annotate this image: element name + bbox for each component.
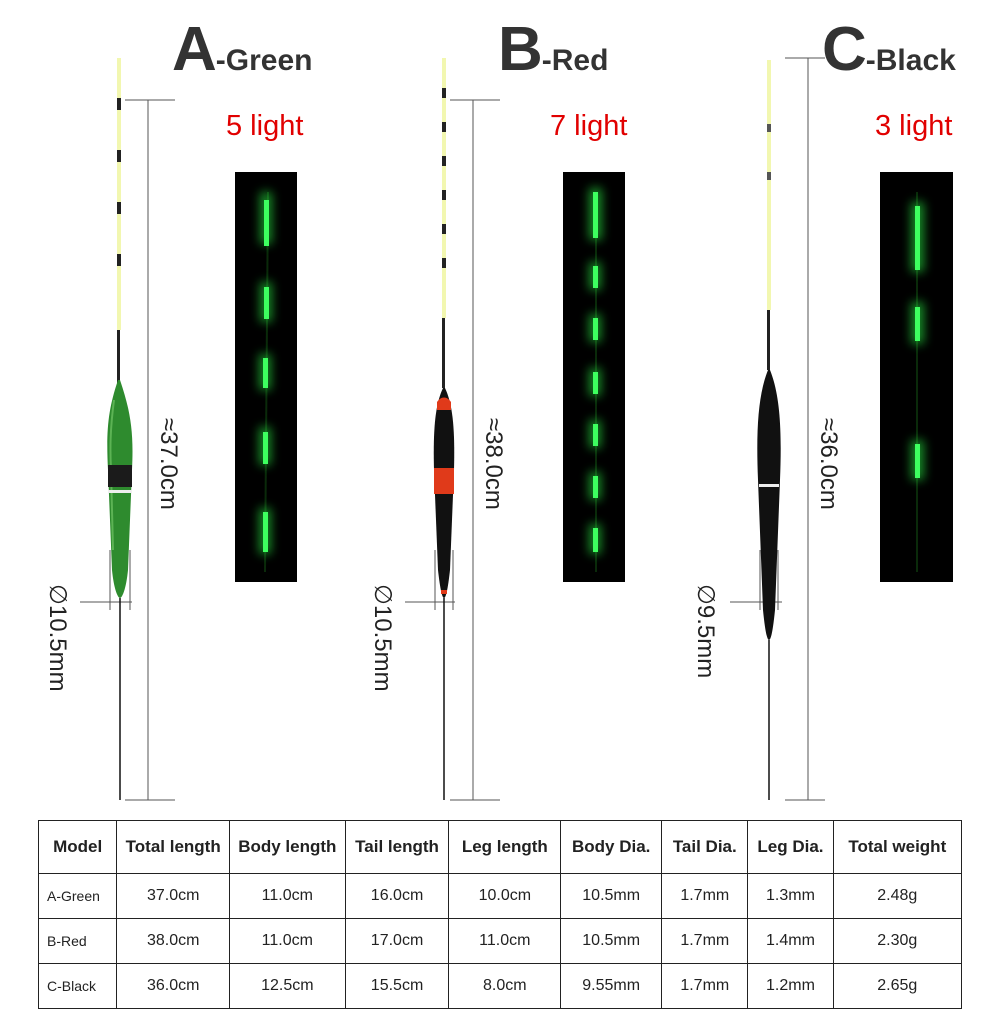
col-header: Total weight — [832, 820, 963, 874]
dia-label-c: ∅9.5mm — [692, 584, 719, 679]
glow-lights-b — [589, 188, 602, 572]
table-cell: 1.4mm — [747, 918, 834, 964]
col-header: Body length — [229, 820, 346, 874]
float-c-tail — [767, 60, 771, 370]
col-header: Model — [37, 820, 118, 874]
table-row: A-Green 37.0cm 11.0cm 16.0cm 10.0cm 10.5… — [37, 873, 963, 919]
length-label-a: ≈37.0cm — [155, 418, 182, 510]
table-row: C-Black 36.0cm 12.5cm 15.5cm 8.0cm 9.55m… — [37, 963, 963, 1009]
title-c-letter: C — [822, 15, 867, 84]
table-cell: 36.0cm — [116, 963, 231, 1009]
col-header: Total length — [116, 820, 231, 874]
table-cell: 1.7mm — [661, 918, 749, 964]
table-cell: 17.0cm — [344, 918, 450, 964]
table-cell: 9.55mm — [560, 963, 663, 1009]
table-cell: 1.7mm — [661, 963, 749, 1009]
title-b-letter: B — [498, 15, 543, 84]
dia-label-b: ∅10.5mm — [369, 584, 396, 692]
table-cell: 11.0cm — [448, 918, 562, 964]
col-header: Leg length — [448, 820, 562, 874]
table-cell: A-Green — [37, 873, 118, 919]
col-header: Tail length — [344, 820, 450, 874]
table-row: B-Red 38.0cm 11.0cm 17.0cm 11.0cm 10.5mm… — [37, 918, 963, 964]
lights-label-b: 7 light — [550, 110, 628, 142]
title-a: A-Green — [172, 14, 312, 85]
table-cell: 12.5cm — [229, 963, 346, 1009]
table-cell: 38.0cm — [116, 918, 231, 964]
float-b-tail — [442, 58, 446, 388]
col-header: Body Dia. — [560, 820, 663, 874]
length-label-c: ≈36.0cm — [815, 418, 842, 510]
table-header-row: Model Total length Body length Tail leng… — [37, 820, 963, 874]
float-c — [730, 57, 825, 801]
length-label-b: ≈38.0cm — [480, 418, 507, 510]
title-a-suffix: -Green — [215, 44, 313, 77]
table-cell: 10.5mm — [560, 873, 663, 919]
table-cell: 16.0cm — [344, 873, 450, 919]
col-header: Leg Dia. — [747, 820, 834, 874]
table-cell: 2.30g — [832, 918, 963, 964]
table-cell: 1.3mm — [747, 873, 834, 919]
title-a-letter: A — [172, 15, 217, 84]
spec-table: Model Total length Body length Tail leng… — [37, 820, 963, 1009]
table-cell: C-Black — [37, 963, 118, 1009]
float-b — [405, 58, 500, 801]
table-cell: 10.5mm — [560, 918, 663, 964]
title-c-suffix: -Black — [865, 44, 956, 77]
table-cell: 8.0cm — [448, 963, 562, 1009]
dia-label-a: ∅10.5mm — [44, 584, 71, 692]
glow-lights-c — [911, 192, 924, 572]
table-cell: 1.2mm — [747, 963, 834, 1009]
lights-label-a: 5 light — [226, 110, 304, 142]
table-cell: 15.5cm — [344, 963, 450, 1009]
table-cell: 1.7mm — [661, 873, 749, 919]
title-b-suffix: -Red — [541, 44, 609, 77]
title-c: C-Black — [822, 14, 956, 85]
float-a-tail — [117, 58, 121, 390]
title-b: B-Red — [498, 14, 608, 85]
table-cell: B-Red — [37, 918, 118, 964]
glow-panel-a — [235, 172, 297, 582]
table-cell: 11.0cm — [229, 873, 346, 919]
glow-panel-b — [563, 172, 625, 582]
table-cell: 11.0cm — [229, 918, 346, 964]
table-cell: 37.0cm — [116, 873, 231, 919]
glow-panel-c — [880, 172, 953, 582]
lights-label-c: 3 light — [875, 110, 953, 142]
float-a — [80, 58, 175, 801]
table-cell: 2.65g — [832, 963, 963, 1009]
glow-lights-a — [259, 191, 272, 573]
table-cell: 2.48g — [832, 873, 963, 919]
table-cell: 10.0cm — [448, 873, 562, 919]
col-header: Tail Dia. — [661, 820, 749, 874]
